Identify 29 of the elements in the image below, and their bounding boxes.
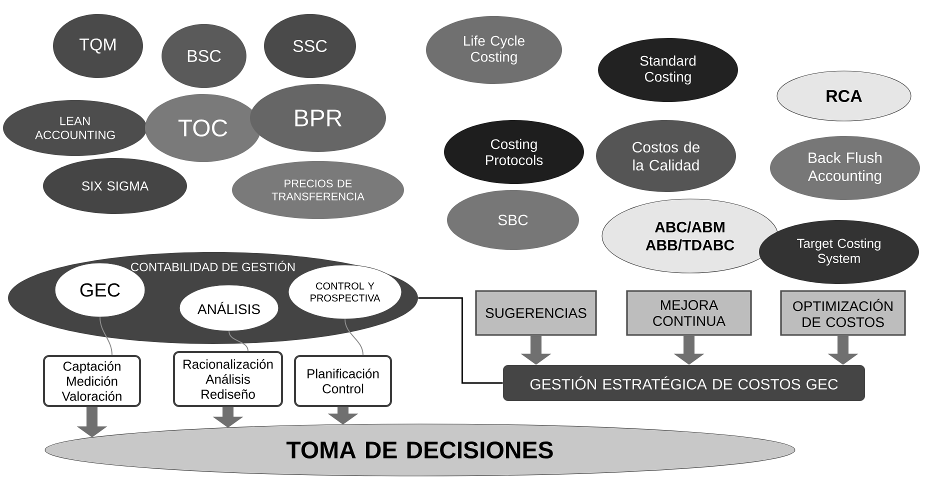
- ellipse-node: TQM: [53, 14, 143, 78]
- rounded-box: Captación Medición Valoración: [43, 355, 141, 407]
- ellipse-node: Target Costing System: [759, 220, 919, 284]
- box: SUGERENCIAS: [475, 290, 597, 336]
- connector-line: [418, 297, 503, 384]
- rounded-box: Planificación Control: [294, 355, 392, 407]
- box: OPTIMIZACIÓN DE COSTOS: [780, 290, 906, 336]
- ellipse-node: LEAN ACCOUNTING: [3, 100, 147, 156]
- ellipse-node: TOC: [145, 94, 261, 162]
- ellipse-node: Costos de la Calidad: [596, 120, 736, 192]
- ellipse-node: BPR: [250, 84, 386, 152]
- ellipse-node: BSC: [162, 24, 246, 88]
- box: MEJORA CONTINUA: [626, 290, 752, 336]
- ellipse-node: Life Cycle Costing: [426, 16, 562, 84]
- ellipse-node: PRECIOS DE TRANSFERENCIA: [232, 161, 404, 219]
- ellipse-node: SSC: [264, 14, 356, 78]
- rounded-box: Racionalización Análisis Rediseño: [173, 351, 283, 407]
- ellipse-node: RCA: [776, 70, 912, 122]
- ellipse-node: TOMA DE DECISIONES: [44, 424, 796, 476]
- ellipse-node: ANÁLISIS: [179, 284, 279, 332]
- ellipse-node: ABC/ABM ABB/TDABC: [602, 198, 778, 274]
- ellipse-node: Standard Costing: [598, 38, 738, 102]
- connector-line: [100, 316, 112, 356]
- ellipse-node: SBC: [447, 190, 579, 250]
- connector-line: [344, 318, 364, 356]
- ellipse-node: Back Flush Accounting: [770, 136, 920, 200]
- ellipse-node: Costing Protocols: [444, 120, 584, 184]
- ellipse-node: SIX SIGMA: [43, 158, 187, 214]
- rounded-box: GESTIÓN ESTRATÉGICA DE COSTOS GEC: [503, 365, 865, 401]
